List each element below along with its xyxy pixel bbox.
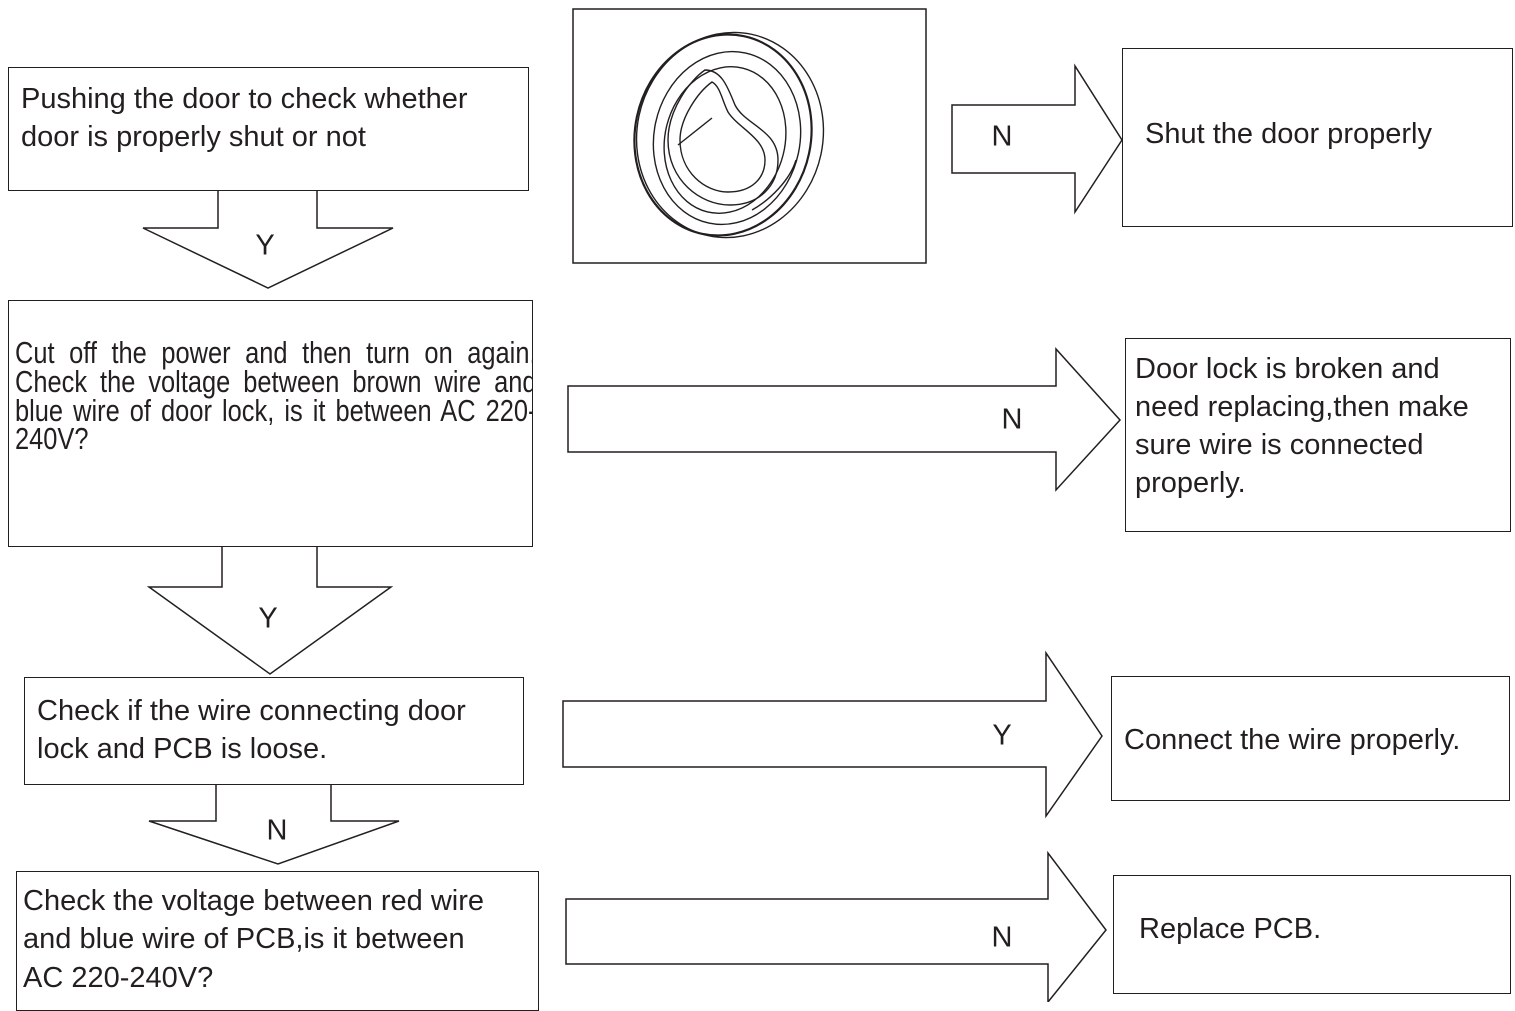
right-arrow-4 (565, 850, 1107, 1002)
down-arrow-1 (142, 189, 394, 289)
action-shut-door-text: Shut the door properly (1145, 118, 1432, 150)
step-wire-loose-text: Check if the wire connecting door lock a… (37, 695, 466, 766)
down-arrow-3-label: N (266, 814, 288, 847)
right-arrow-1-label: N (991, 120, 1013, 153)
right-arrow-1 (951, 63, 1123, 215)
right-arrow-2 (567, 347, 1122, 492)
step-door-check-text: Pushing the door to check whether door i… (21, 83, 468, 154)
right-arrow-3 (562, 650, 1103, 819)
step-voltage-pcb: Check the voltage between red wire and b… (16, 871, 539, 1011)
right-arrow-3-label: Y (992, 719, 1012, 752)
right-arrow-4-label: N (991, 921, 1013, 954)
door-illustration-frame (572, 8, 927, 264)
action-connect-wire: Connect the wire properly. (1111, 676, 1510, 801)
down-arrow-3 (148, 783, 400, 865)
step-door-check: Pushing the door to check whether door i… (8, 67, 529, 191)
step-voltage-door-lock-text: Cut off the power and then turn on again… (15, 335, 533, 457)
right-arrow-2-label: N (1001, 403, 1023, 436)
action-replace-door-lock: Door lock is broken and need replacing,t… (1125, 338, 1511, 532)
down-arrow-1-label: Y (255, 229, 275, 262)
down-arrow-2-label: Y (258, 602, 278, 635)
step-voltage-pcb-text: Check the voltage between red wire and b… (23, 885, 485, 994)
step-wire-loose: Check if the wire connecting door lock a… (24, 677, 524, 785)
action-connect-wire-text: Connect the wire properly. (1124, 724, 1461, 756)
step-voltage-door-lock: Cut off the power and then turn on again… (8, 300, 533, 547)
action-shut-door: Shut the door properly (1122, 48, 1513, 227)
down-arrow-2 (146, 545, 394, 675)
action-replace-pcb: Replace PCB. (1113, 875, 1511, 994)
action-replace-door-lock-text: Door lock is broken and need replacing,t… (1135, 353, 1469, 499)
door-porthole-icon (633, 31, 825, 239)
action-replace-pcb-text: Replace PCB. (1139, 913, 1322, 945)
